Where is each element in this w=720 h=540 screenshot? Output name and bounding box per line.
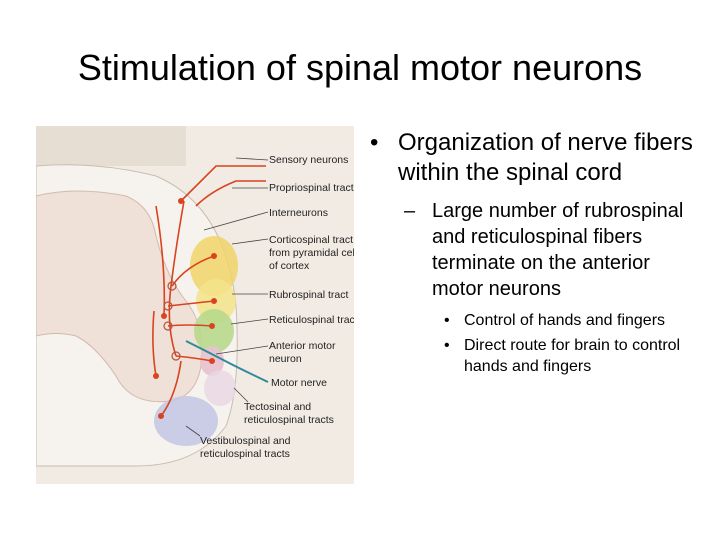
label-tectosinal: Tectosinal and [244, 401, 311, 413]
neuron-dot [211, 298, 217, 304]
bullet-text: Direct route for brain to control hands … [464, 337, 681, 375]
fiber-propriospinal [168, 200, 185, 357]
neuron-dot [158, 413, 164, 419]
bullet-mark: • [444, 337, 450, 354]
fiber-interneuron-2 [152, 310, 157, 377]
interneuron-circle [163, 301, 173, 311]
neuron-dot [209, 358, 215, 364]
label-rubrospinal-tract: Rubrospinal tract [269, 289, 348, 301]
neuron-bodies [153, 198, 217, 419]
bullet-list: • Organization of nerve fibers within th… [366, 128, 706, 377]
label-of-cortex: of cortex [269, 260, 310, 272]
interneuron-circle [163, 321, 173, 331]
bullet-text: Large number of rubrospinal and reticulo… [432, 200, 684, 300]
interneuron-circles [163, 281, 181, 361]
leader-line [233, 387, 249, 403]
bullet-level2: – Large number of rubrospinal and reticu… [366, 198, 706, 302]
leader-line [235, 157, 269, 161]
leader-line [230, 318, 269, 325]
neuron-dot [161, 313, 167, 319]
leader-line [203, 211, 269, 231]
faded-caption-area [36, 126, 186, 166]
fiber-rubro [167, 300, 215, 307]
fiber-reticulo [167, 324, 213, 327]
spinal-cord-figure: Sensory neurons Propriospinal tract Inte… [36, 126, 354, 484]
bullet-level1: • Organization of nerve fibers within th… [366, 128, 706, 188]
tectospinal-area [204, 370, 236, 406]
fiber-sensory-1 [180, 165, 266, 202]
dash-mark: – [404, 200, 416, 222]
bullet-text: Organization of nerve fibers within the … [398, 129, 693, 186]
interneuron-circle [171, 351, 181, 361]
label-corticospinal-tract: Corticospinal tract [269, 234, 353, 246]
neuron-dot [178, 198, 184, 204]
label-propriospinal-tract: Propriospinal tract [269, 182, 354, 194]
label-from-pyramidal-cell: from pyramidal cell [269, 247, 354, 259]
vestibulospinal-area [154, 396, 218, 446]
fiber-tecto [160, 360, 182, 417]
bullet-level3: • Control of hands and fingers [366, 310, 706, 331]
label-reticulospinal-tracts-2: reticulospinal tracts [200, 448, 290, 460]
leader-lines [185, 157, 269, 437]
label-reticulospinal-tract: Reticulospinal tract [269, 314, 354, 326]
spinal-cord-diagram: Sensory neurons Propriospinal tract Inte… [36, 126, 354, 484]
label-neuron: neuron [269, 353, 302, 365]
fiber-sensory-2 [195, 180, 266, 207]
interneuron-circle [167, 281, 177, 291]
neuron-dot [209, 323, 215, 329]
label-motor-nerve: Motor nerve [271, 377, 327, 389]
bullet-mark: • [370, 129, 379, 156]
label-vestibulospinal: Vestibulospinal and [200, 435, 291, 447]
leader-line [231, 238, 269, 245]
bullet-mark: • [444, 312, 450, 329]
neuron-dot [211, 253, 217, 259]
neuron-dot [153, 373, 159, 379]
bullet-level3: • Direct route for brain to control hand… [366, 335, 706, 377]
label-anterior-motor: Anterior motor [269, 340, 336, 352]
motor-nerve [185, 340, 269, 383]
slide-title: Stimulation of spinal motor neurons [77, 47, 643, 88]
label-interneurons: Interneurons [269, 207, 328, 219]
leader-line [215, 345, 269, 355]
reticulospinal-area [194, 309, 234, 353]
leader-line [185, 425, 201, 437]
label-sensory-neurons: Sensory neurons [269, 154, 348, 166]
bullet-text: Control of hands and fingers [464, 312, 666, 329]
label-reticulospinal-tracts-1: reticulospinal tracts [244, 414, 334, 426]
corticospinal-area [190, 236, 238, 296]
